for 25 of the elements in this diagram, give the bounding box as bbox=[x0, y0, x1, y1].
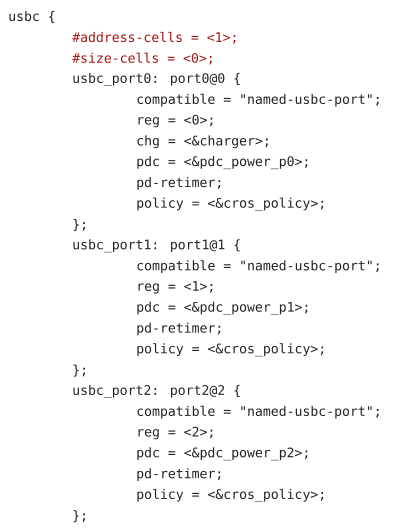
code-line: compatible = "named-usbc-port"; bbox=[137, 260, 379, 273]
code-line: #address-cells = <1>; bbox=[72, 32, 236, 44]
code-line: reg = <1>; bbox=[138, 281, 212, 294]
code-line: pd-retimer; bbox=[137, 468, 220, 481]
code-line: usbc_port2: port2@2 { bbox=[73, 384, 240, 398]
code-line: usbc_port1: port1@1 { bbox=[73, 239, 240, 252]
code-line: policy = <&cros_policy>; bbox=[137, 343, 324, 356]
code-line: usbc { bbox=[9, 10, 54, 24]
code-line: reg = <2>; bbox=[138, 426, 212, 440]
code-line: compatible = "named-usbc-port"; bbox=[137, 406, 379, 419]
code-line: pdc = <&pdc_power_p1>; bbox=[137, 302, 308, 315]
code-line: policy = <&cros_policy>; bbox=[137, 488, 324, 502]
code-line: usbc_port0: port0@0 { bbox=[73, 72, 240, 86]
code-line: policy = <&cros_policy>; bbox=[137, 198, 324, 211]
code-line: compatible = "named-usbc-port"; bbox=[137, 94, 379, 107]
code-line: #size-cells = <0>; bbox=[72, 52, 212, 65]
code-line: pdc = <&pdc_power_p2>; bbox=[137, 447, 308, 460]
code-line: }; bbox=[74, 510, 85, 522]
code-line: }; bbox=[74, 364, 85, 377]
code-line: pdc = <&pdc_power_p0>; bbox=[137, 156, 308, 170]
code-line: chg = <&charger>; bbox=[137, 135, 268, 148]
code-line: reg = <0>; bbox=[138, 114, 212, 128]
code-line: pd-retimer; bbox=[137, 177, 220, 190]
code-line: pd-retimer; bbox=[137, 322, 220, 336]
code-line: }; bbox=[74, 218, 85, 232]
